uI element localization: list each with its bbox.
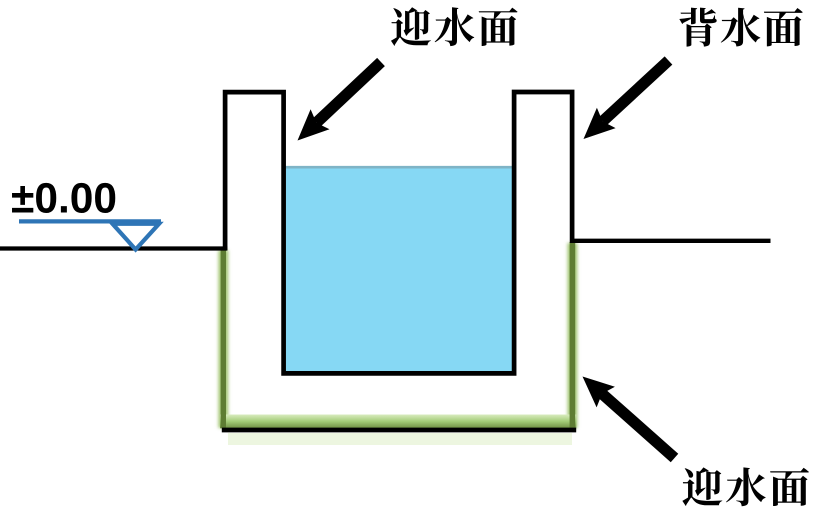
svg-text:±0.00: ±0.00 <box>11 176 117 223</box>
